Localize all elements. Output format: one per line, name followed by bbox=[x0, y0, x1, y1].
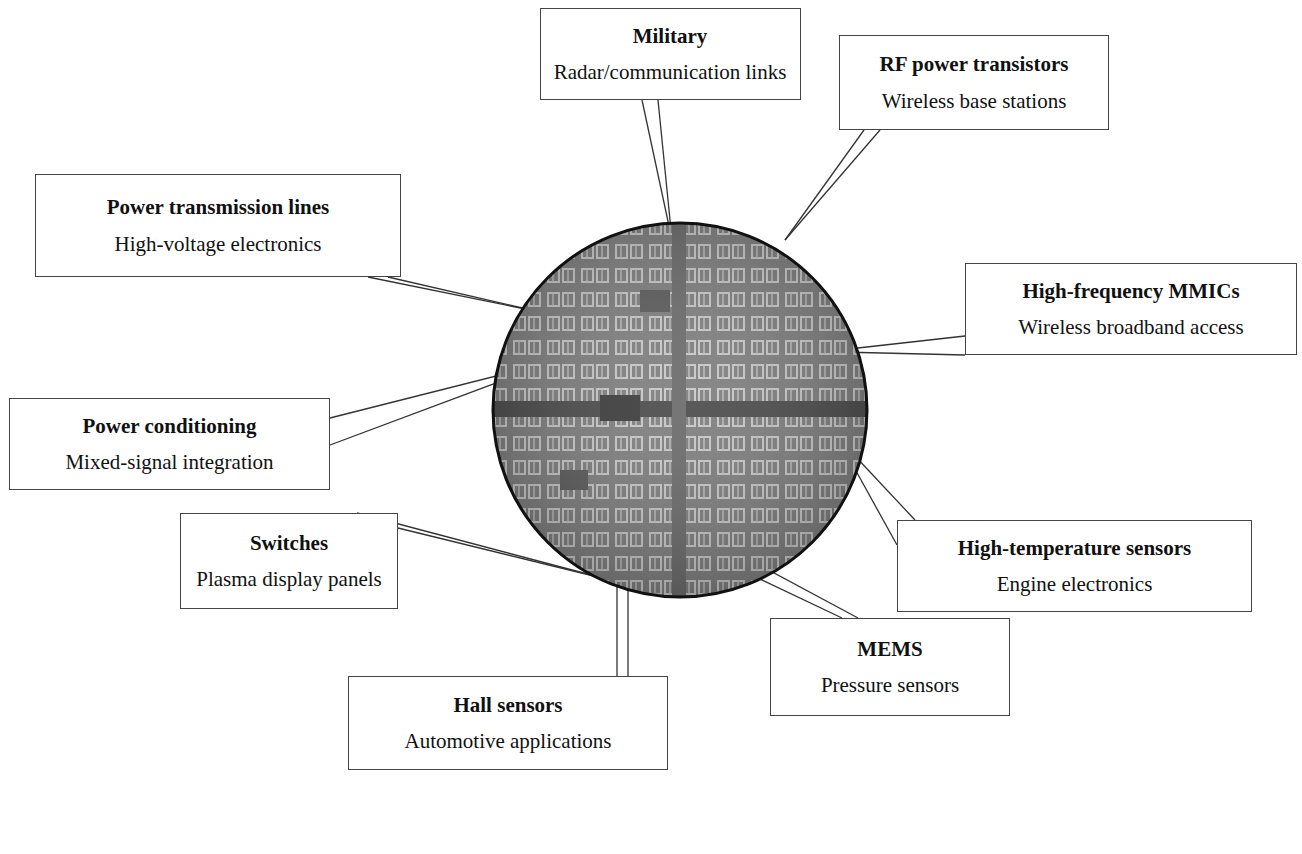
callout-box: Power conditioningMixed-signal integrati… bbox=[9, 398, 330, 490]
callout-box: High-temperature sensorsEngine electroni… bbox=[897, 520, 1252, 612]
callout-body: Pressure sensors bbox=[821, 673, 959, 697]
callout-box: MilitaryRadar/communication links bbox=[540, 8, 801, 100]
callout-heading: High-temperature sensors bbox=[958, 536, 1192, 560]
callout-body: Engine electronics bbox=[997, 572, 1153, 596]
callout-heading: Hall sensors bbox=[453, 693, 562, 717]
leader-lines bbox=[330, 100, 965, 676]
callout-heading: Switches bbox=[250, 531, 328, 555]
callout-box: SwitchesPlasma display panels bbox=[180, 513, 398, 609]
callout-box: RF power transistorsWireless base statio… bbox=[839, 35, 1109, 130]
callout-body: Automotive applications bbox=[404, 729, 611, 753]
callout-heading: Military bbox=[633, 24, 708, 48]
callout-box: MEMS Pressure sensors bbox=[770, 618, 1010, 716]
callout-body: Wireless broadband access bbox=[1018, 315, 1243, 339]
wafer-outline bbox=[493, 223, 867, 597]
callout-heading: RF power transistors bbox=[880, 52, 1069, 76]
callout-body: Wireless base stations bbox=[882, 89, 1067, 113]
callout-box: High-frequency MMICsWireless broadband a… bbox=[965, 263, 1297, 355]
callout-box: Hall sensorsAutomotive applications bbox=[348, 676, 668, 770]
callout-heading: High-frequency MMICs bbox=[1022, 279, 1239, 303]
callout-heading: Power transmission lines bbox=[107, 195, 329, 219]
callout-heading: Power conditioning bbox=[82, 414, 256, 438]
callout-heading: MEMS bbox=[857, 637, 922, 661]
callout-box: Power transmission linesHigh-voltage ele… bbox=[35, 174, 401, 277]
callout-body: Plasma display panels bbox=[196, 567, 381, 591]
callout-body: Radar/communication links bbox=[554, 60, 787, 84]
wafer-surface bbox=[490, 220, 870, 600]
callout-body: High-voltage electronics bbox=[114, 232, 321, 256]
callout-body: Mixed-signal integration bbox=[65, 450, 273, 474]
